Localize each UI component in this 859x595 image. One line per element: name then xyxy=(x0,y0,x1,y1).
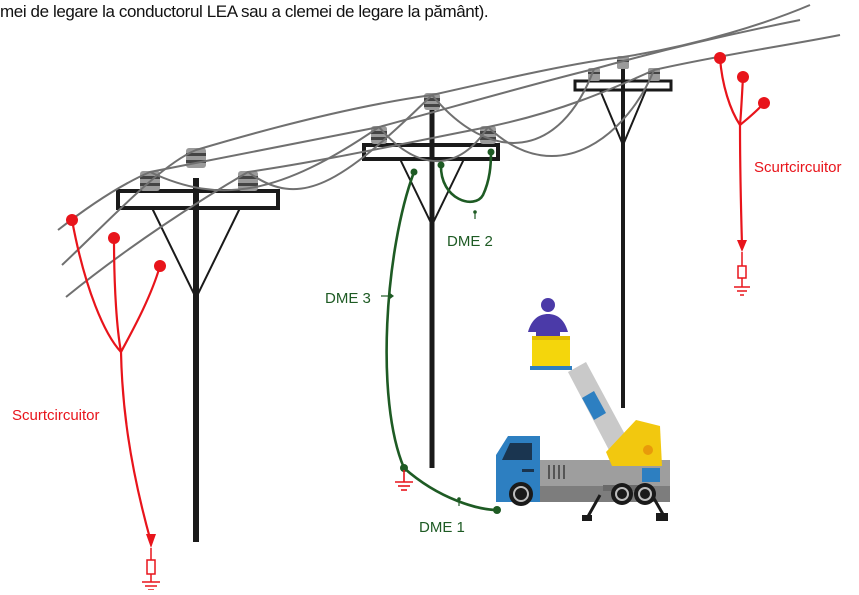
truck-wheel-rear-2 xyxy=(634,483,656,505)
truck-vent xyxy=(548,465,565,479)
dme2-label: DME 2 xyxy=(447,233,493,250)
insulators xyxy=(140,56,660,191)
caption-text: mei de legare la conductorul LEA sau a c… xyxy=(0,2,489,21)
truck-wheel-rear-1 xyxy=(611,483,633,505)
dme1-lead xyxy=(403,467,498,512)
truck-wheel-front xyxy=(509,482,533,506)
dme3-label: DME 3 xyxy=(325,290,371,307)
bucket xyxy=(532,336,570,368)
insulator-mid-2 xyxy=(424,93,440,110)
worker-head xyxy=(541,298,555,312)
bucket-truck xyxy=(496,298,670,521)
pole-middle xyxy=(362,108,500,468)
short-circuit-left xyxy=(66,214,166,591)
clamp-right-2 xyxy=(737,71,749,83)
pole-right xyxy=(573,68,673,408)
dme1-label: DME 1 xyxy=(419,519,465,536)
clamp-right-1 xyxy=(714,52,726,64)
clamp-left-3 xyxy=(154,260,166,272)
boom xyxy=(568,362,662,482)
bucket-with-worker xyxy=(528,298,572,370)
clamp-left-2 xyxy=(108,232,120,244)
pole-left xyxy=(116,178,280,542)
dme2-lead xyxy=(439,151,493,204)
short-circuit-right xyxy=(714,52,770,296)
clamp-right-3 xyxy=(758,97,770,109)
dme3-lead xyxy=(385,171,416,469)
ground-symbol-dme xyxy=(395,470,413,491)
truck-window xyxy=(502,443,532,460)
scurtcircuitor-right-label: Scurtcircuitor xyxy=(754,159,842,176)
dme-leads xyxy=(385,148,501,514)
worker-body xyxy=(528,314,568,338)
scurtcircuitor-left-label: Scurtcircuitor xyxy=(12,407,100,424)
power-lines xyxy=(57,4,841,298)
clamp-left-1 xyxy=(66,214,78,226)
